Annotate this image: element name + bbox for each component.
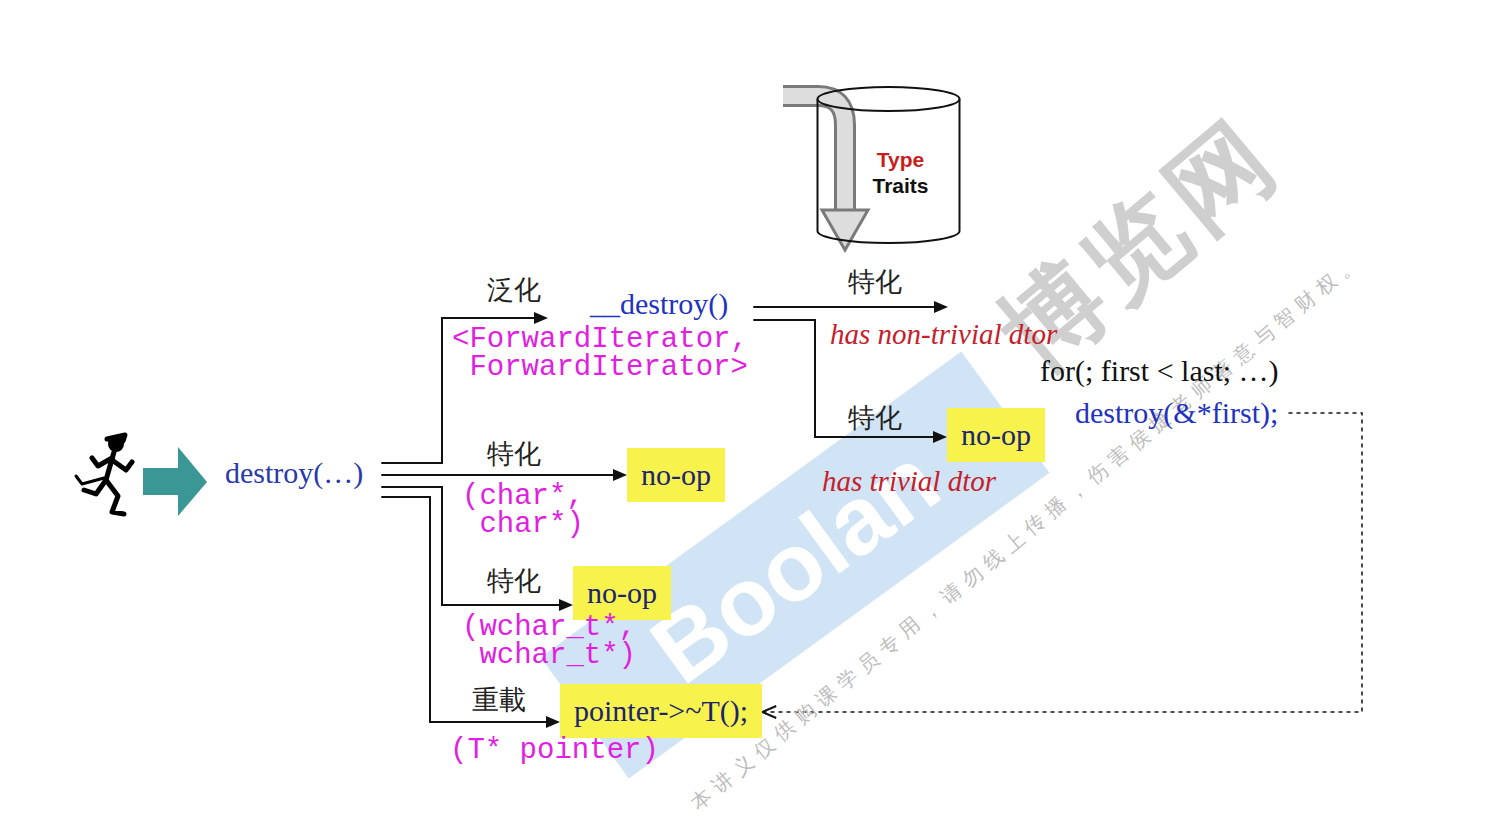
type-traits-cylinder: TypeTraits <box>815 85 962 247</box>
runner-tail <box>76 476 104 484</box>
dtor-call-text: pointer->~T(); <box>574 694 748 728</box>
cylinder-title: Traits <box>872 173 928 199</box>
param-list: (wchar_t*, wchar_t*) <box>462 614 645 670</box>
connector-line <box>753 306 937 308</box>
function-name: destroy(…) <box>225 456 363 490</box>
loop-call: destroy(&*first); <box>1075 396 1279 430</box>
condition-note: has non-trivial dtor <box>830 318 1057 350</box>
runner-arm <box>92 458 112 466</box>
runner-arm <box>112 460 132 470</box>
edge-label: 特化 <box>848 266 902 298</box>
entry-function: destroy(…) <box>225 452 381 502</box>
dtor-call-box: pointer->~T(); <box>560 684 762 738</box>
template-params: <ForwardIterator, ForwardIterator> <box>452 326 757 382</box>
edge-label: 特化 <box>848 402 902 434</box>
arrowhead <box>546 716 560 728</box>
runner-leg <box>106 480 124 514</box>
cylinder-title: Type <box>877 147 924 173</box>
no-op-box: no-op <box>947 408 1045 462</box>
function-name: __destroy() <box>590 287 728 321</box>
edge-label: 特化 <box>487 438 541 470</box>
arrowhead <box>933 431 947 443</box>
runner-figure <box>76 435 132 514</box>
lookup-arrow-fill <box>783 96 845 214</box>
cylinder-body <box>818 99 960 243</box>
edge-label: 重載 <box>472 684 526 716</box>
arrowhead <box>613 469 627 481</box>
no-op-box: no-op <box>573 566 671 620</box>
param-list: (char*, char*) <box>462 483 593 539</box>
no-op-text: no-op <box>961 418 1031 452</box>
lookup-arrow-head <box>822 210 868 250</box>
connector <box>753 301 948 313</box>
dispatch-function: __destroy() <box>548 285 753 323</box>
param-list: (T* pointer) <box>450 737 659 765</box>
edge-label: 特化 <box>487 565 541 597</box>
loop-code: for(; first < last; …) <box>1040 354 1279 388</box>
arrowhead <box>934 301 948 313</box>
edge-label: 泛化 <box>487 274 541 306</box>
runner-head <box>108 436 124 452</box>
no-op-text: no-op <box>641 458 711 492</box>
no-op-text: no-op <box>587 576 657 610</box>
no-op-box: no-op <box>627 448 725 502</box>
arrowhead <box>534 312 548 324</box>
cylinder-top <box>818 87 960 111</box>
traits-lookup-arrow <box>783 96 868 250</box>
arrowhead <box>559 599 573 611</box>
start-arrow <box>143 447 207 516</box>
condition-note: has trivial dtor <box>822 465 996 497</box>
arrowhead <box>762 706 776 718</box>
connector-line <box>381 474 616 476</box>
runner-cap <box>107 435 125 441</box>
connector <box>381 469 627 481</box>
